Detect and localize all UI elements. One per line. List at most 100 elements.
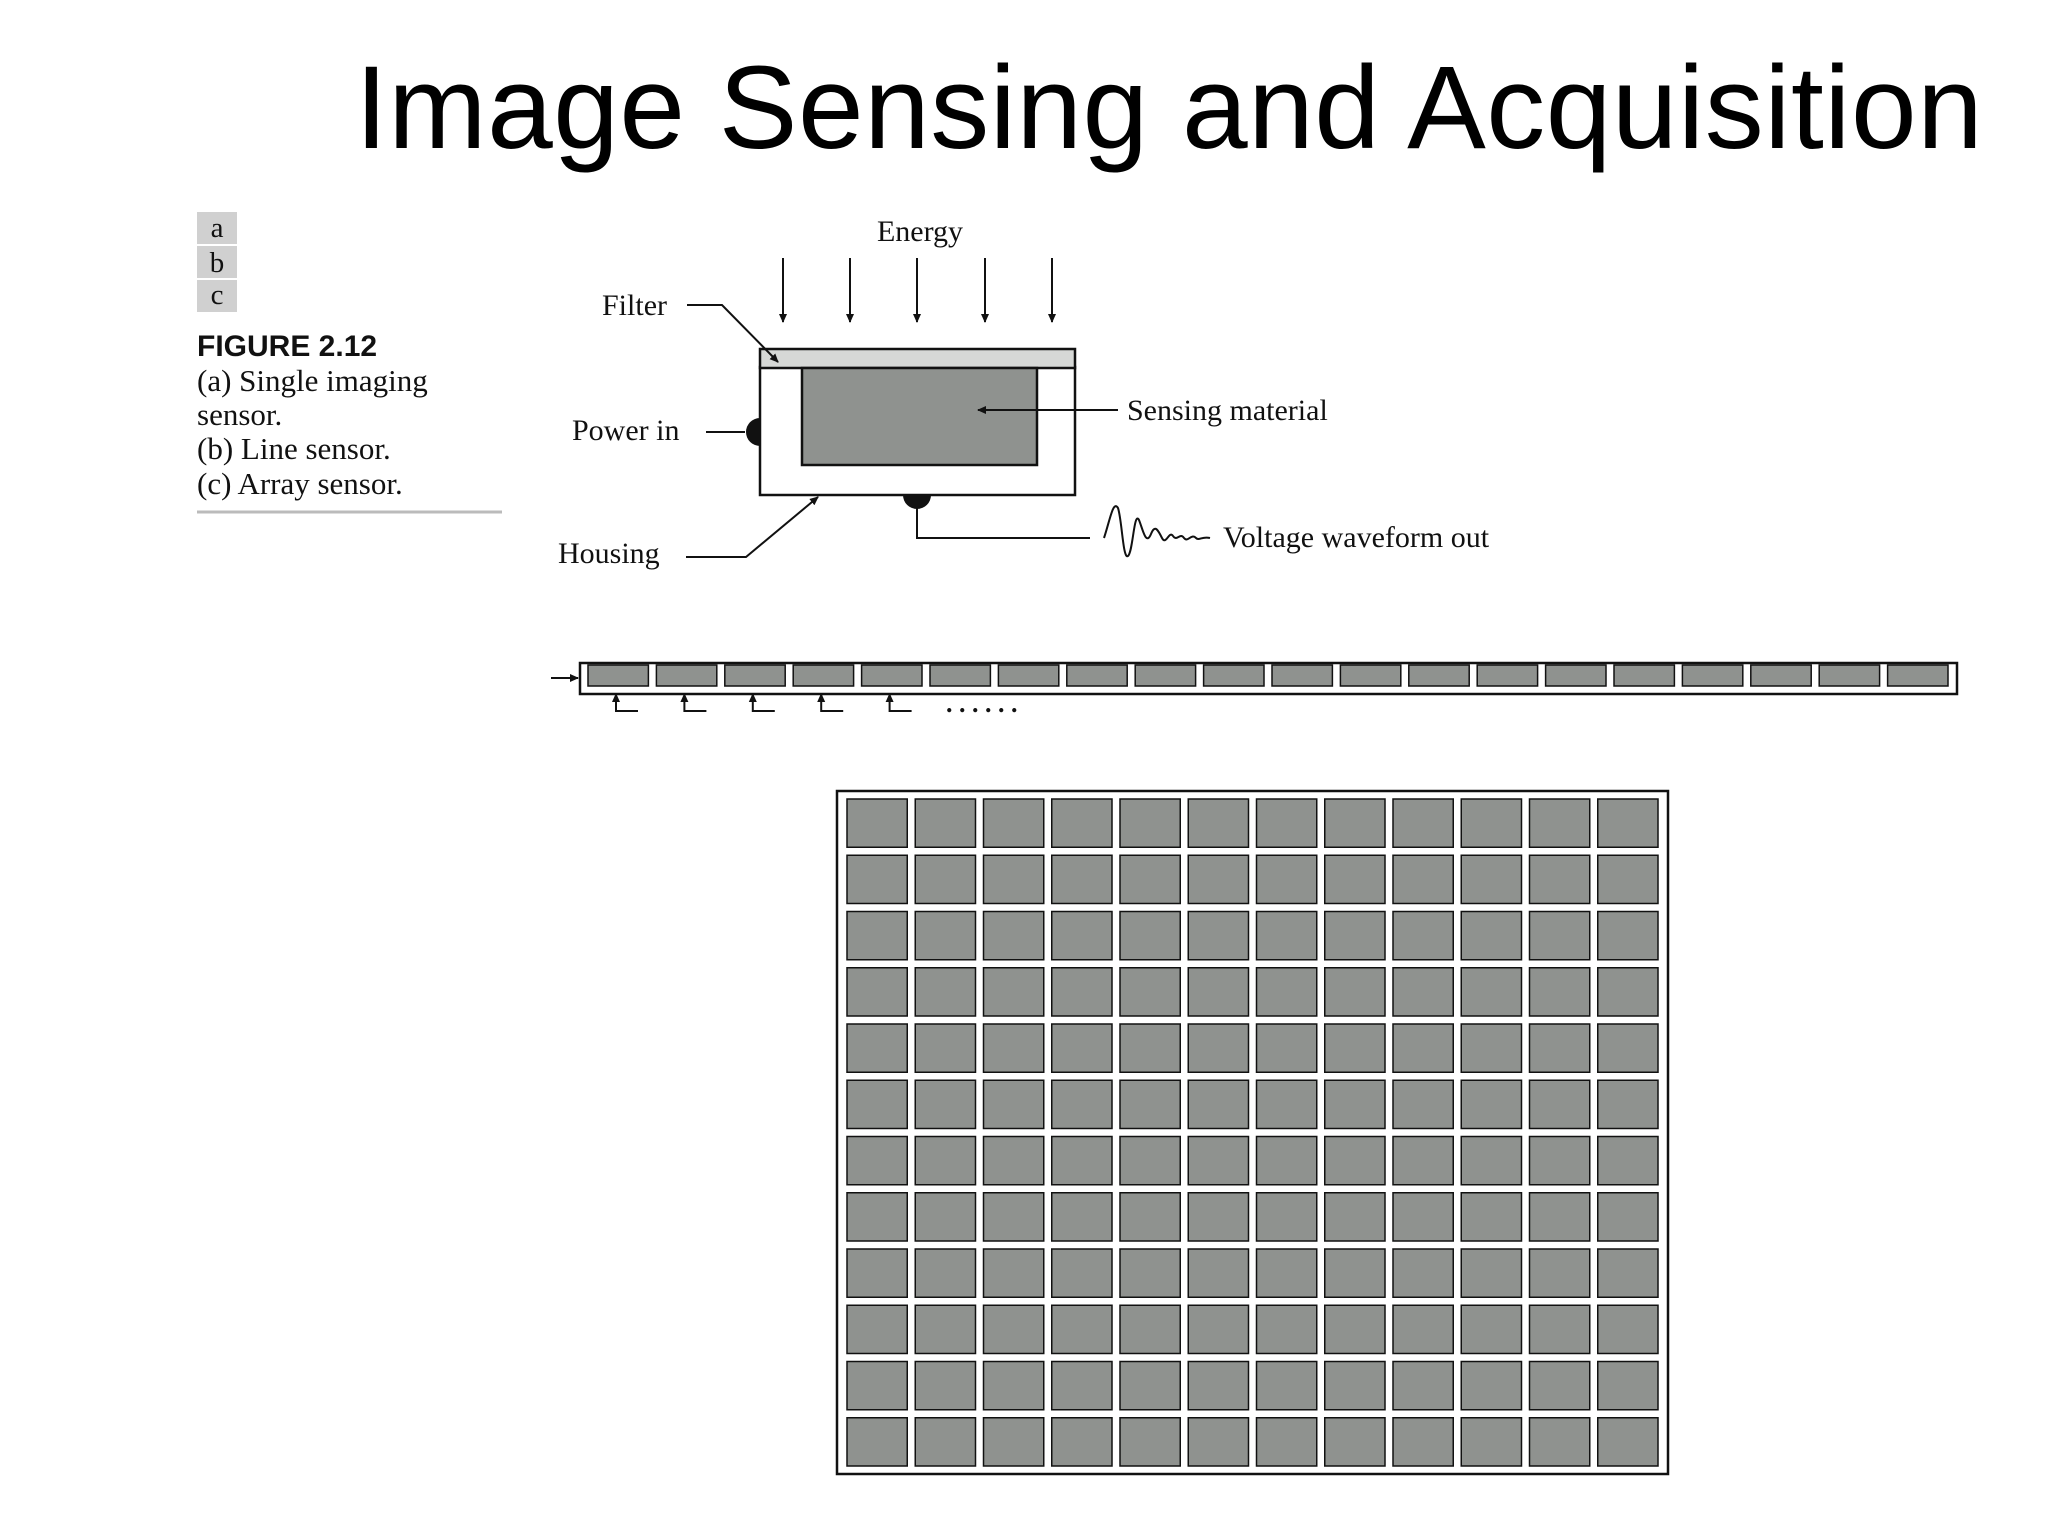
array-sensor-cell xyxy=(1119,1192,1181,1242)
array-sensor-cell xyxy=(1119,1079,1181,1130)
array-sensor-cell xyxy=(1051,910,1113,961)
figure-caption: a b c FIGURE 2.12 (a) Single imaging sen… xyxy=(197,212,502,514)
array-sensor-cell xyxy=(1324,910,1386,961)
array-sensor-cell xyxy=(1528,1023,1591,1073)
array-sensor-cell xyxy=(1255,1079,1318,1130)
array-sensor-cell xyxy=(1460,1079,1523,1130)
array-sensor-cell xyxy=(1460,854,1523,905)
array-sensor-cell xyxy=(1324,1079,1386,1130)
array-sensor-cell xyxy=(1119,1135,1181,1186)
caption-line-3: (b) Line sensor. xyxy=(197,431,391,466)
caption-line-2: sensor. xyxy=(197,397,282,432)
array-sensor-cell xyxy=(1528,967,1591,1017)
sensing-material xyxy=(800,366,1039,467)
array-sensor-cell xyxy=(1324,1135,1386,1186)
array-sensor-cell xyxy=(1255,798,1318,848)
array-sensor-cell xyxy=(1528,854,1591,905)
array-sensor-cell xyxy=(1051,1248,1113,1298)
array-sensor-cell xyxy=(1460,1023,1523,1073)
array-sensor-cell xyxy=(1051,798,1113,848)
array-sensor-cell xyxy=(1051,1304,1113,1355)
array-sensor-cell xyxy=(1255,1304,1318,1355)
line-sensor-cell xyxy=(1408,664,1470,687)
array-sensor-cell xyxy=(1119,854,1181,905)
line-sensor-cell xyxy=(655,664,718,687)
array-sensor-cell xyxy=(1597,1135,1659,1186)
array-sensor-cell xyxy=(1051,1023,1113,1073)
array-sensor-cell xyxy=(1119,967,1181,1017)
array-sensor-cell xyxy=(1187,1079,1250,1130)
array-sensor-cell xyxy=(1051,1192,1113,1242)
array-sensor-cell xyxy=(1119,1248,1181,1298)
array-sensor-cell xyxy=(1324,1360,1386,1411)
array-sensor-cell xyxy=(1392,1023,1454,1073)
line-sensor-cell xyxy=(1818,664,1881,687)
array-sensor-cell xyxy=(1051,1360,1113,1411)
array-sensor-cell xyxy=(1255,1417,1318,1467)
line-sensor-cell xyxy=(1134,664,1197,687)
line-sensor-cell xyxy=(587,664,650,687)
array-sensor-cell xyxy=(846,1248,908,1298)
array-sensor-cell xyxy=(1255,1135,1318,1186)
array-sensor-cell xyxy=(1051,1079,1113,1130)
array-sensor-cell xyxy=(1460,798,1523,848)
array-sensor-cell xyxy=(914,1023,977,1073)
array-sensor-cell xyxy=(914,1304,977,1355)
array-sensor-cell xyxy=(1460,1360,1523,1411)
panel-letter-c: c xyxy=(211,279,224,311)
array-sensor-cell xyxy=(1392,854,1454,905)
array-sensor-cell xyxy=(1255,1248,1318,1298)
array-sensor-cell xyxy=(846,1417,908,1467)
array-sensor-cell xyxy=(982,910,1045,961)
array-sensor-cell xyxy=(1392,1192,1454,1242)
array-sensor-cell xyxy=(846,967,908,1017)
array-sensor-cell xyxy=(1255,1023,1318,1073)
panel-letter-b: b xyxy=(210,247,225,279)
array-sensor-cell xyxy=(914,798,977,848)
array-sensor-cell xyxy=(982,1135,1045,1186)
array-sensor-cell xyxy=(1460,1248,1523,1298)
array-sensor-cell xyxy=(914,1248,977,1298)
array-sensor-cell xyxy=(1392,1079,1454,1130)
array-sensor-cell xyxy=(1187,1304,1250,1355)
array-sensor-cell xyxy=(914,1079,977,1130)
filter-leader xyxy=(687,304,779,363)
array-sensor-cell xyxy=(914,910,977,961)
array-sensor-cell xyxy=(1119,1304,1181,1355)
array-sensor-cell xyxy=(1460,967,1523,1017)
array-sensor-cell xyxy=(1392,1304,1454,1355)
line-sensor-cell xyxy=(1476,664,1539,687)
array-sensor-cell xyxy=(1187,854,1250,905)
array-sensor-cell xyxy=(846,798,908,848)
array-sensor-cell xyxy=(1528,1135,1591,1186)
array-sensor-cell xyxy=(1392,910,1454,961)
array-sensor-cell xyxy=(1255,1360,1318,1411)
array-sensor-cell xyxy=(1119,910,1181,961)
array-sensor-cell xyxy=(846,854,908,905)
panel-letter-bg-c xyxy=(197,280,237,312)
array-sensor-cell xyxy=(1324,1248,1386,1298)
array-sensor-cell xyxy=(1597,854,1659,905)
array-sensor-cell xyxy=(1597,1360,1659,1411)
array-sensor-cell xyxy=(982,967,1045,1017)
array-sensor-cell xyxy=(846,1360,908,1411)
array-sensor-cell xyxy=(1187,1023,1250,1073)
array-sensor-cell xyxy=(1597,1023,1659,1073)
voltage-output-label: Voltage waveform out xyxy=(1223,521,1490,554)
array-sensor-cell xyxy=(1392,1135,1454,1186)
array-sensor-cell xyxy=(846,1023,908,1073)
line-sensor-cell xyxy=(1066,664,1128,687)
array-sensor-cell xyxy=(914,1360,977,1411)
array-sensor-cell xyxy=(1528,1417,1591,1467)
filter-label: Filter xyxy=(602,289,667,322)
line-sensor-leads xyxy=(612,693,912,712)
sensing-material-label: Sensing material xyxy=(1127,394,1328,427)
array-sensor-cell xyxy=(1051,1135,1113,1186)
line-sensor-cell xyxy=(792,664,855,687)
array-sensor-cell xyxy=(1324,854,1386,905)
housing-label: Housing xyxy=(558,537,660,570)
array-sensor-cell xyxy=(982,1360,1045,1411)
array-sensor-cell xyxy=(982,1417,1045,1467)
array-sensor-cell xyxy=(1187,1192,1250,1242)
